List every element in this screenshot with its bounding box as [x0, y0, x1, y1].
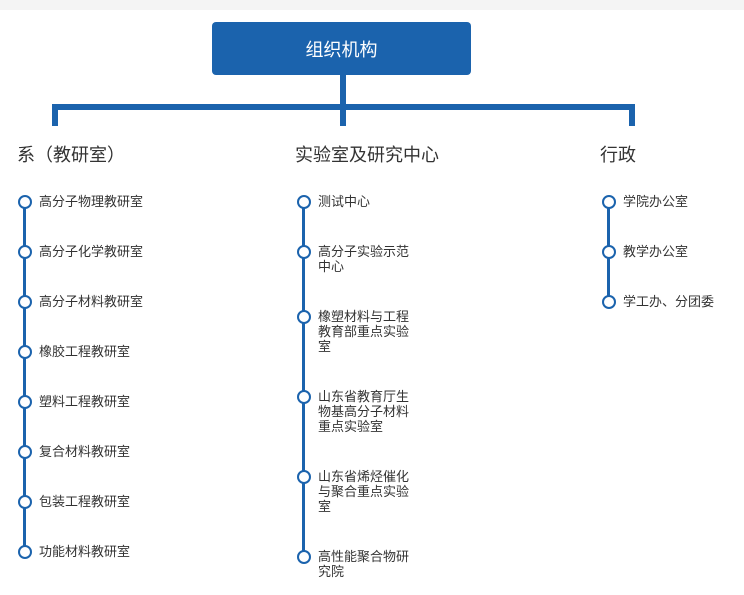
node-dot	[297, 470, 311, 484]
column-title-labs: 实验室及研究中心	[295, 145, 439, 166]
item-label: 山东省教育厅生物基高分子材料重点实验室	[318, 390, 410, 435]
item-label: 橡胶工程教研室	[39, 345, 131, 360]
branch-drop-right	[629, 104, 635, 126]
list-item[interactable]: 橡胶工程教研室	[18, 345, 179, 360]
node-dot	[18, 245, 32, 259]
node-dot	[18, 545, 32, 559]
node-dot	[297, 310, 311, 324]
item-label: 学院办公室	[623, 195, 689, 210]
node-dot	[18, 395, 32, 409]
list-item[interactable]: 高分子化学教研室	[18, 245, 179, 260]
list-item[interactable]: 测试中心	[297, 195, 420, 210]
list-item[interactable]: 包装工程教研室	[18, 495, 179, 510]
item-label: 山东省烯烃催化与聚合重点实验室	[318, 470, 410, 515]
list-item[interactable]: 山东省教育厅生物基高分子材料重点实验室	[297, 390, 420, 435]
root-title: 组织机构	[305, 39, 378, 61]
list-item[interactable]: 复合材料教研室	[18, 445, 179, 460]
item-label: 高分子化学教研室	[39, 245, 144, 260]
node-dot	[297, 195, 311, 209]
item-label: 高分子材料教研室	[39, 295, 144, 310]
spine-labs	[302, 200, 305, 556]
node-dot	[18, 195, 32, 209]
node-dot	[602, 195, 616, 209]
node-dot	[18, 495, 32, 509]
list-item[interactable]: 学工办、分团委	[602, 295, 743, 310]
branch-drop-left	[52, 104, 58, 126]
list-item[interactable]: 高分子物理教研室	[18, 195, 179, 210]
column-title-departments: 系（教研室）	[17, 145, 125, 166]
node-dot	[602, 295, 616, 309]
list-item[interactable]: 高分子实验示范中心	[297, 245, 420, 275]
item-label: 高分子实验示范中心	[318, 245, 410, 275]
node-dot	[18, 345, 32, 359]
item-label: 测试中心	[318, 195, 371, 210]
node-dot	[18, 445, 32, 459]
item-label: 塑料工程教研室	[39, 395, 131, 410]
item-label: 橡塑材料与工程教育部重点实验室	[318, 310, 410, 355]
item-label: 复合材料教研室	[39, 445, 131, 460]
root-stem	[340, 75, 346, 105]
item-label: 高性能聚合物研究院	[318, 550, 410, 580]
list-item[interactable]: 功能材料教研室	[18, 545, 179, 560]
top-band	[0, 0, 744, 10]
item-label: 包装工程教研室	[39, 495, 131, 510]
list-item[interactable]: 高性能聚合物研究院	[297, 550, 420, 580]
list-item[interactable]: 高分子材料教研室	[18, 295, 179, 310]
item-label: 高分子物理教研室	[39, 195, 144, 210]
node-dot	[297, 245, 311, 259]
item-label: 教学办公室	[623, 245, 689, 260]
list-item[interactable]: 塑料工程教研室	[18, 395, 179, 410]
root-node: 组织机构	[212, 22, 471, 75]
list-item[interactable]: 山东省烯烃催化与聚合重点实验室	[297, 470, 420, 515]
branch-drop-center	[340, 104, 346, 126]
list-item[interactable]: 橡塑材料与工程教育部重点实验室	[297, 310, 420, 355]
list-item[interactable]: 教学办公室	[602, 245, 743, 260]
column-title-admin: 行政	[600, 145, 636, 166]
node-dot	[297, 390, 311, 404]
item-label: 功能材料教研室	[39, 545, 131, 560]
list-item[interactable]: 学院办公室	[602, 195, 743, 210]
item-label: 学工办、分团委	[623, 295, 715, 310]
spine-departments	[23, 200, 26, 552]
node-dot	[18, 295, 32, 309]
node-dot	[602, 245, 616, 259]
node-dot	[297, 550, 311, 564]
